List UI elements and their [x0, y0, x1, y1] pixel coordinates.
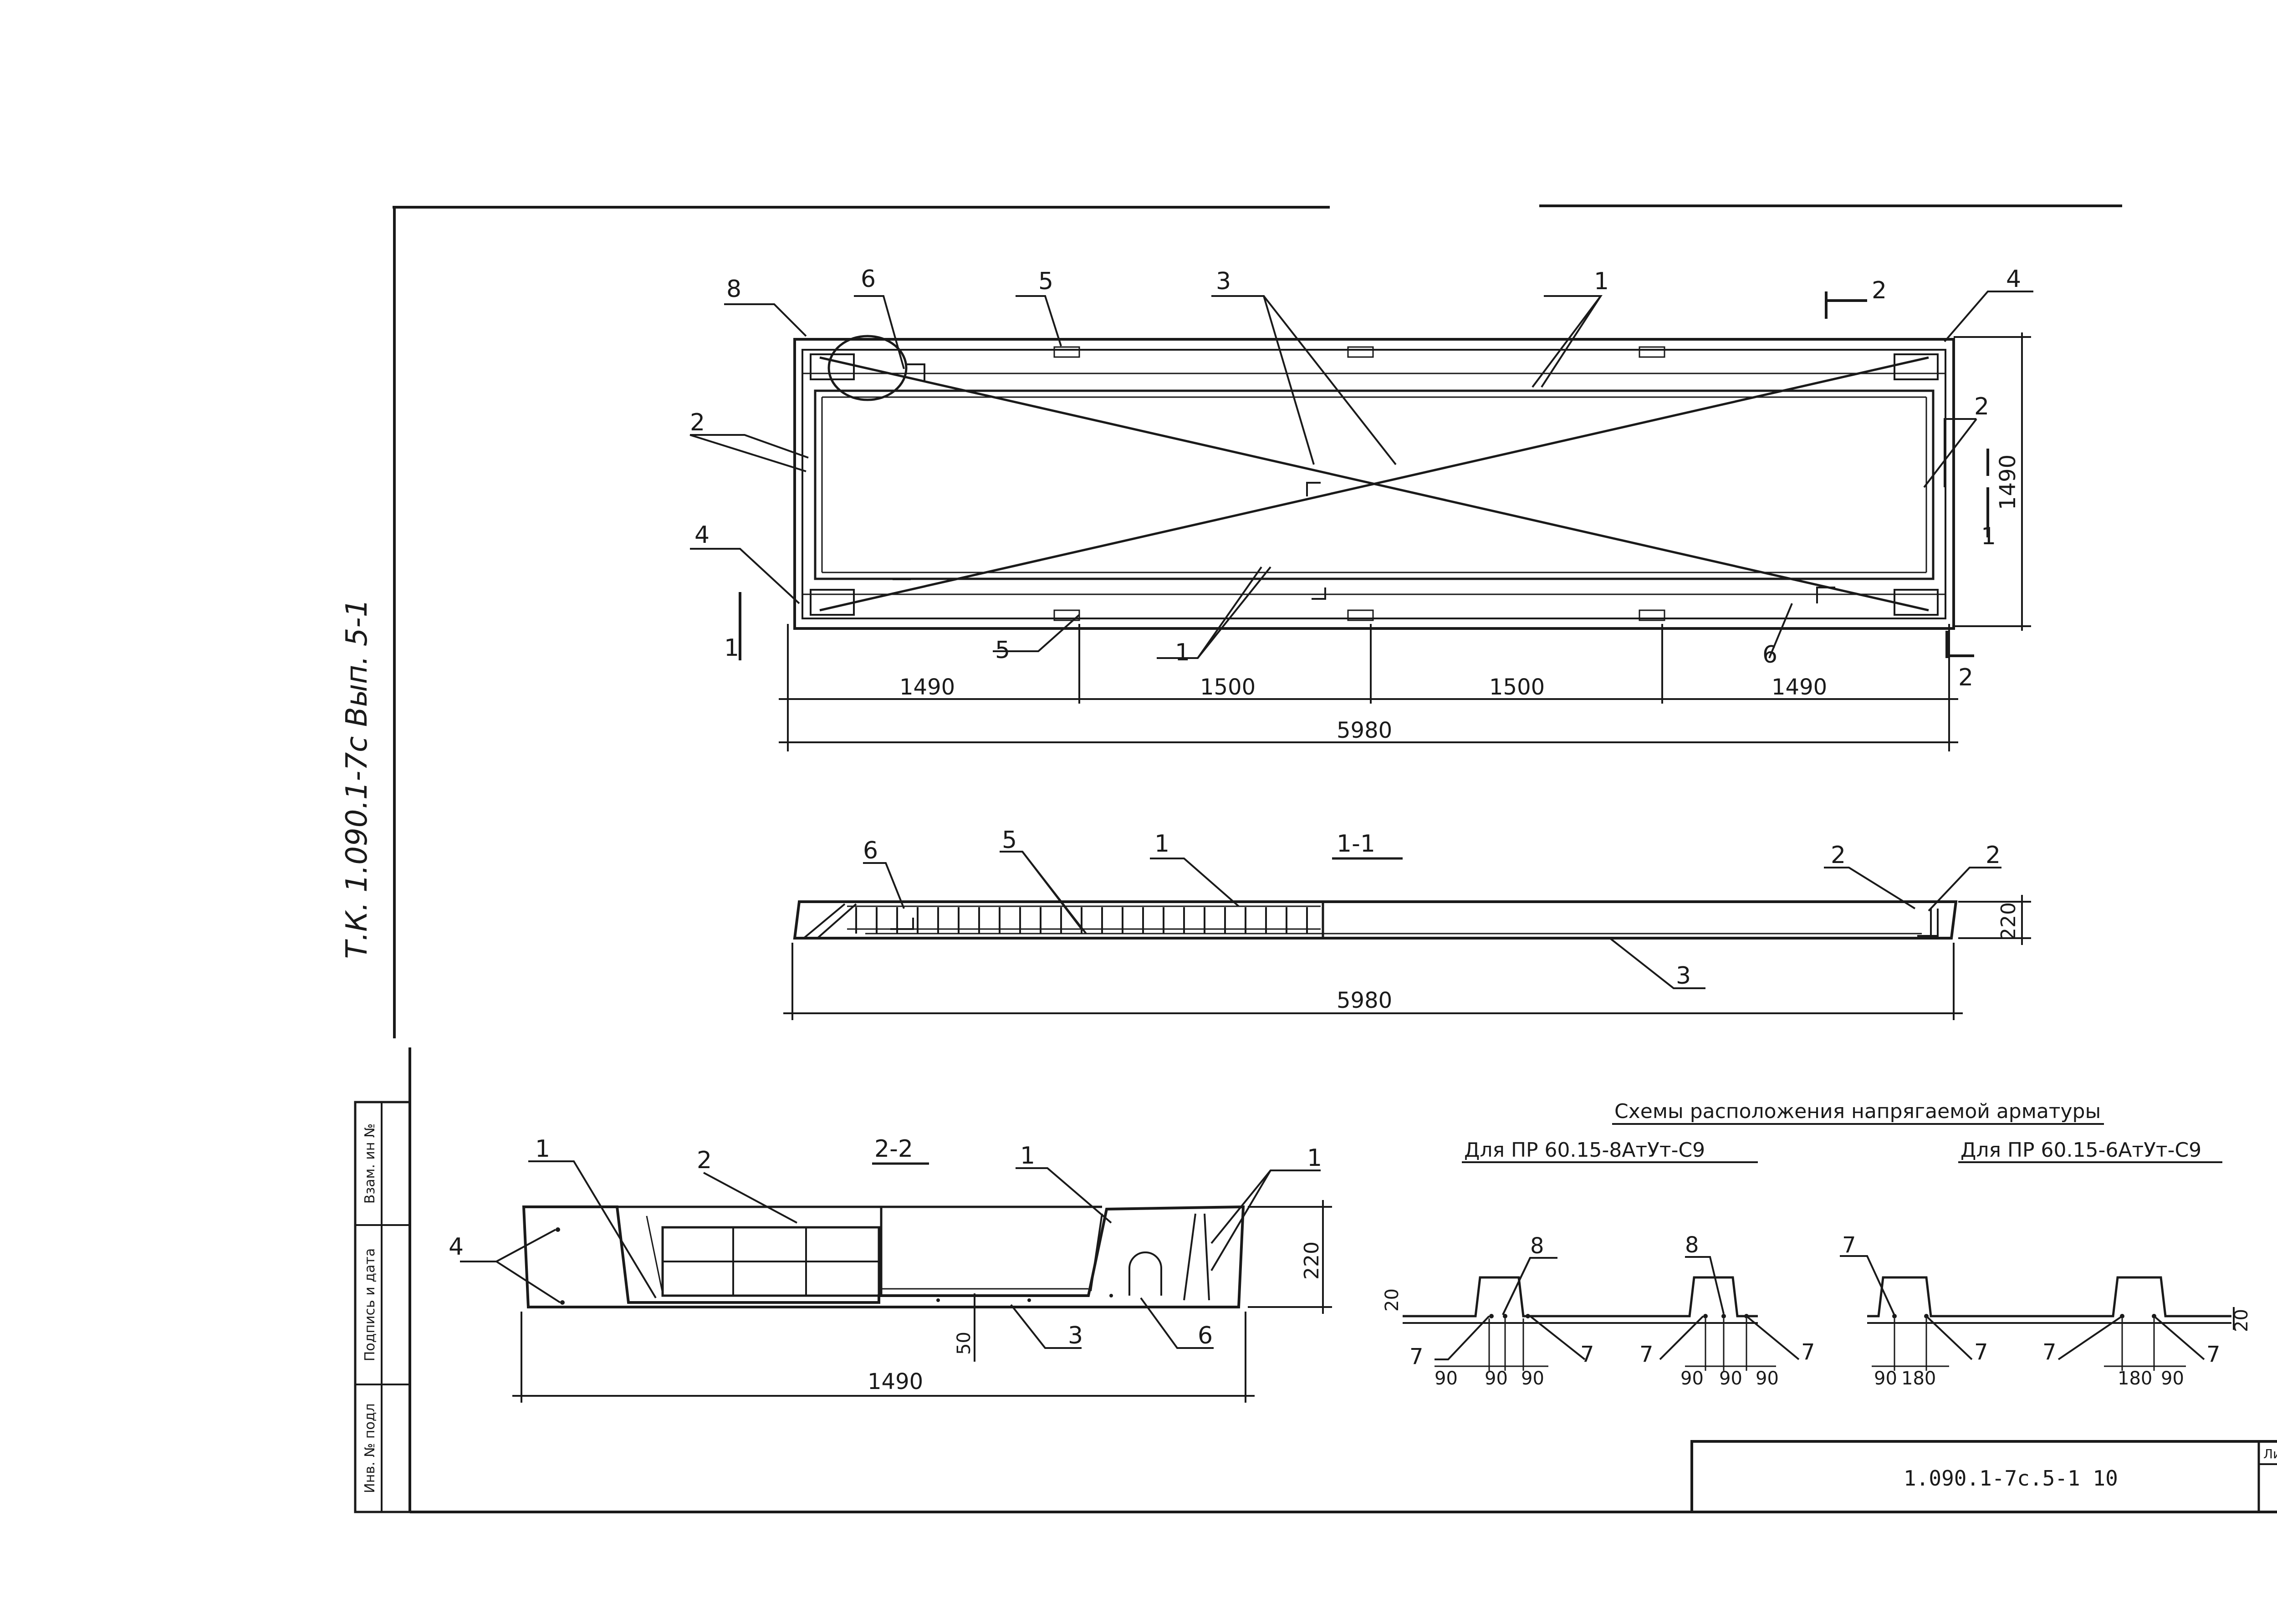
s22-mark-2: 2 — [697, 1147, 712, 1174]
plan-labels: 8 6 5 3 1 2 4 2 2 1 4 1 5 1 6 2 1490 150… — [690, 266, 2021, 743]
plan-dim-1: 1490 — [899, 674, 955, 700]
title-block-sheet-label: Лист — [2263, 1446, 2277, 1461]
s11-mark-3: 3 — [1676, 962, 1691, 990]
scheme-right-edge: 20 — [2231, 1309, 2252, 1332]
s22-mark-1-right: 1 — [1307, 1144, 1322, 1172]
scheme-left — [1403, 1161, 1800, 1371]
scheme-right-caption: Для ПР 60.15-6АтУт-С9 — [1960, 1139, 2201, 1162]
s22-mark-6: 6 — [1198, 1322, 1213, 1349]
scheme-left-dim-b2: 90 — [1719, 1368, 1742, 1389]
scheme-right-dim-b1: 180 — [2118, 1368, 2152, 1389]
scheme-left-mark-8b: 8 — [1685, 1232, 1699, 1258]
plan-mark-1-top: 1 — [1594, 268, 1609, 295]
scheme-right-mark-7c: 7 — [2042, 1339, 2057, 1365]
s11-title: 1-1 — [1337, 830, 1375, 858]
plan-mark-6: 6 — [861, 266, 876, 293]
plan-mark-1-bottom: 1 — [1175, 639, 1190, 666]
scheme-left-edge: 20 — [1382, 1288, 1403, 1312]
section-1-1-labels: 1-1 6 5 1 2 2 3 5980 220 — [863, 827, 2020, 1013]
plan-mark-3: 3 — [1216, 268, 1231, 295]
s11-mark-1: 1 — [1154, 830, 1169, 858]
s11-mark-5: 5 — [1002, 827, 1017, 854]
s11-height: 220 — [1997, 902, 2020, 940]
s22-title: 2-2 — [874, 1135, 913, 1163]
stamp-col-repl: Взам. ин № — [362, 1124, 378, 1204]
s11-mark-2-right: 2 — [1986, 842, 2001, 869]
s22-height: 220 — [1300, 1241, 1323, 1280]
scheme-right — [1840, 1161, 2235, 1371]
plan-mark-4-top: 4 — [2006, 266, 2021, 293]
s11-mark-6: 6 — [863, 837, 878, 864]
plan-mark-4-left: 4 — [694, 521, 710, 549]
plan-view — [689, 291, 2033, 751]
scheme-left-caption: Для ПР 60.15-8АтУт-С9 — [1464, 1139, 1705, 1162]
scheme-left-mark-7c: 7 — [1639, 1342, 1654, 1367]
scheme-left-dim-a2: 90 — [1485, 1368, 1508, 1389]
plan-mark-2-right: 2 — [1974, 393, 1989, 420]
scheme-left-dim-a1: 90 — [1435, 1368, 1458, 1389]
stamp-col-inv: Инв. № подл — [362, 1403, 378, 1493]
plan-dim-4: 1490 — [1772, 674, 1827, 700]
scheme-right-dim-b2: 90 — [2161, 1368, 2184, 1389]
plan-mark-2-section: 2 — [1872, 277, 1887, 304]
scheme-left-dim-b3: 90 — [1756, 1368, 1779, 1389]
section-2-2-labels: 2-2 1 2 1 1 4 3 6 1490 220 50 — [449, 1135, 1323, 1394]
s11-total: 5980 — [1337, 988, 1392, 1013]
scheme-left-dim-b1: 90 — [1680, 1368, 1704, 1389]
title-block: 1.090.1-7с.5-1 10 Лист — [1690, 1440, 2277, 1513]
s11-mark-2-left: 2 — [1831, 842, 1846, 869]
approval-stamp: Инв. № подл Подпись и дата Взам. ин № — [354, 1101, 411, 1513]
plan-mark-6-bottom: 6 — [1762, 641, 1777, 669]
s22-cover: 50 — [954, 1332, 975, 1355]
plan-mark-5-bottom: 5 — [995, 637, 1010, 664]
plan-mark-8: 8 — [726, 276, 741, 303]
s22-width: 1490 — [868, 1369, 923, 1394]
scheme-right-labels: Для ПР 60.15-6АтУт-С9 7 7 7 7 90 180 180… — [1842, 1139, 2252, 1389]
plan-mark-5: 5 — [1038, 268, 1053, 295]
plan-total: 5980 — [1337, 718, 1392, 743]
scheme-left-labels: Для ПР 60.15-8АтУт-С9 8 8 7 7 7 7 90 90 … — [1382, 1139, 1815, 1389]
scheme-left-mark-7d: 7 — [1801, 1339, 1815, 1365]
scheme-right-dim-a1: 90 — [1874, 1368, 1897, 1389]
plan-mark-2-bottom: 2 — [1958, 664, 1973, 691]
scheme-left-mark-8a: 8 — [1530, 1233, 1544, 1259]
scheme-right-mark-7d: 7 — [2206, 1342, 2221, 1367]
plan-mark-2-left: 2 — [690, 409, 705, 436]
title-block-code: 1.090.1-7с.5-1 10 — [1904, 1466, 2118, 1491]
plan-mark-1-right: 1 — [1981, 523, 1996, 550]
plan-dim-2: 1500 — [1200, 674, 1256, 700]
side-stamp: Т.К. 1.090.1-7с Вып. 5-1 — [340, 599, 374, 959]
scheme-right-mark-7a: 7 — [1842, 1232, 1856, 1258]
s22-mark-4: 4 — [449, 1233, 464, 1261]
scheme-left-mark-7a: 7 — [1409, 1344, 1424, 1369]
scheme-right-mark-7b: 7 — [1974, 1339, 1988, 1365]
scheme-right-dim-a2: 180 — [1901, 1368, 1936, 1389]
stamp-col-sign: Подпись и дата — [362, 1248, 378, 1362]
plan-height: 1490 — [1995, 455, 2021, 510]
s22-mark-1-left: 1 — [535, 1135, 550, 1163]
s22-mark-3: 3 — [1068, 1322, 1083, 1349]
s22-mark-1-mid: 1 — [1020, 1142, 1035, 1169]
scheme-left-mark-7b: 7 — [1580, 1342, 1594, 1367]
plan-mark-1-left: 1 — [724, 634, 739, 662]
section-1-1 — [783, 851, 2031, 1020]
section-2-2 — [460, 1160, 1332, 1403]
plan-dim-3: 1500 — [1489, 674, 1545, 700]
scheme-left-dim-a3: 90 — [1521, 1368, 1544, 1389]
schemes-title: Схемы расположения напрягаемой арматуры — [1614, 1100, 2101, 1123]
